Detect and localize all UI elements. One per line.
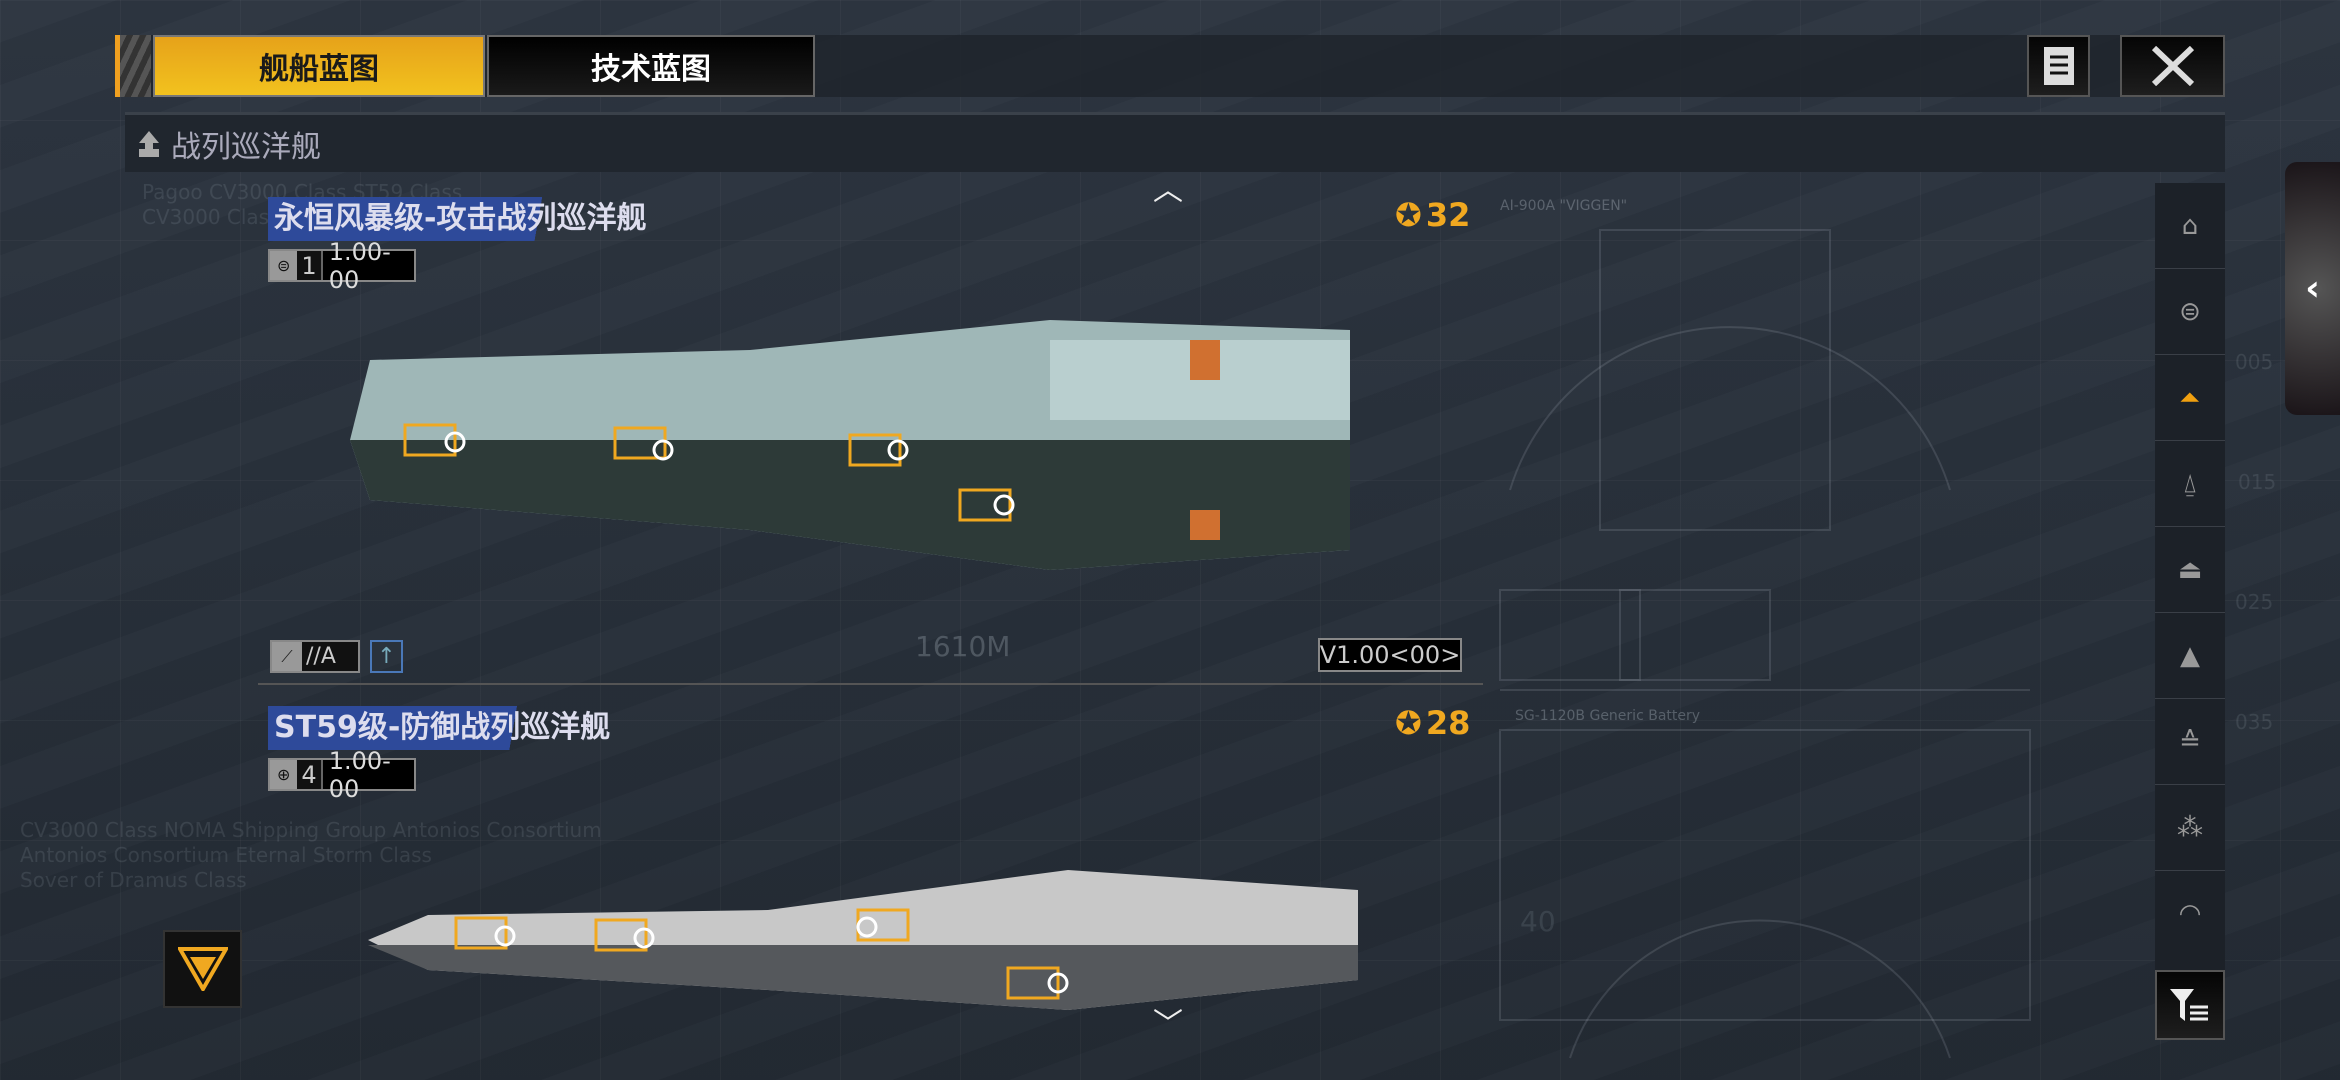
globe-icon: ⊕ xyxy=(277,765,291,784)
filter-fighter-icon[interactable]: ⁂ xyxy=(2155,785,2225,871)
category-label: 战列巡洋舰 xyxy=(171,129,321,165)
filter-frigate-icon[interactable]: ▲ xyxy=(2155,613,2225,699)
collapse-toggle-button[interactable] xyxy=(163,930,242,1008)
ship-image-eternal-storm[interactable] xyxy=(350,300,1360,590)
ship-cost: ✪32 xyxy=(1395,196,1471,234)
bg-text: 005 xyxy=(2235,350,2274,374)
cost-medal-icon: ✪ xyxy=(1395,704,1422,742)
filter-battlecruiser-icon[interactable]: ⏶ xyxy=(2155,355,2225,441)
cost-medal-icon: ✪ xyxy=(1395,196,1422,234)
triangle-down-icon xyxy=(177,947,228,991)
ship-name: ST59级-防御战列巡洋舰 xyxy=(268,706,617,750)
tab-tech-blueprint[interactable]: 技术蓝图 xyxy=(487,35,815,97)
bg-text: SG-1120B Generic Battery xyxy=(1515,708,1701,724)
battlecruiser-icon xyxy=(139,130,159,157)
filter-corvette-icon[interactable]: ◠ xyxy=(2178,899,2202,929)
ship-count-badge: ⊜ 1 1.00-00 xyxy=(268,238,416,294)
bg-text: Antonios Consortium Eternal Storm Class xyxy=(20,843,432,867)
scroll-down-chevron-icon[interactable]: ﹀ xyxy=(1153,1007,1183,1042)
ship-image-st59[interactable] xyxy=(368,860,1368,1030)
bg-text: 035 xyxy=(2235,710,2274,734)
ship-name: 永恒风暴级-攻击战列巡洋舰 xyxy=(268,197,653,241)
blueprint-drawing xyxy=(1499,229,2031,1059)
category-bar: 战列巡洋舰 xyxy=(125,112,2225,172)
ship-card-2[interactable]: ST59级-防御战列巡洋舰 ⊕ 4 1.00-00 xyxy=(268,706,617,803)
tab-stripe-decoration xyxy=(115,35,151,97)
ship-role-badge: ⟋//A xyxy=(270,640,360,673)
filter-battleship-icon[interactable]: ⊜ xyxy=(2155,269,2225,355)
close-button[interactable] xyxy=(2120,35,2225,97)
filter-button[interactable] xyxy=(2155,970,2225,1040)
build-version: V1.00<00> xyxy=(1318,638,1462,672)
bg-text: Sover of Dramus Class xyxy=(20,868,247,892)
scroll-up-chevron-icon[interactable]: ︿ xyxy=(1153,173,1183,208)
ship-length: 1610M xyxy=(915,630,1011,663)
scale-ruler xyxy=(258,683,1483,685)
bg-text: AI-900A "VIGGEN" xyxy=(1500,198,1628,214)
bg-text: CV3000 Class NOMA Shipping Group Antonio… xyxy=(20,818,602,842)
attack-icon: ⟋ xyxy=(281,646,293,666)
upgrade-arrow-icon[interactable]: ↑ xyxy=(370,640,403,673)
filter-destroyer-icon[interactable]: ⏏ xyxy=(2155,527,2225,613)
tab-ship-blueprint[interactable]: 舰船蓝图 xyxy=(153,35,485,97)
globe-icon: ⊜ xyxy=(277,256,291,275)
close-icon xyxy=(2151,46,2194,86)
expand-drawer-chevron-left-icon[interactable]: ‹ xyxy=(2285,162,2340,415)
filter-auxiliary-icon[interactable]: ≙ xyxy=(2155,699,2225,785)
bg-text: 015 xyxy=(2238,470,2277,494)
document-button[interactable] xyxy=(2027,35,2090,97)
ship-type-sidebar: ⌂ ⊜ ⏶ ⍙ ⏏ ▲ ≙ ⁂ ◠ xyxy=(2155,183,2225,973)
ship-cost: ✪28 xyxy=(1395,704,1471,742)
filter-carrier-icon[interactable]: ⌂ xyxy=(2155,183,2225,269)
ship-count-badge: ⊕ 4 1.00-00 xyxy=(268,747,416,803)
filter-icon xyxy=(2170,989,2208,1021)
filter-cruiser-icon[interactable]: ⍙ xyxy=(2155,441,2225,527)
ship-card-1[interactable]: 永恒风暴级-攻击战列巡洋舰 ⊜ 1 1.00-00 xyxy=(268,197,653,294)
document-icon xyxy=(2043,47,2074,85)
bg-text: 40 xyxy=(1520,905,1556,938)
bg-text: 025 xyxy=(2235,590,2274,614)
